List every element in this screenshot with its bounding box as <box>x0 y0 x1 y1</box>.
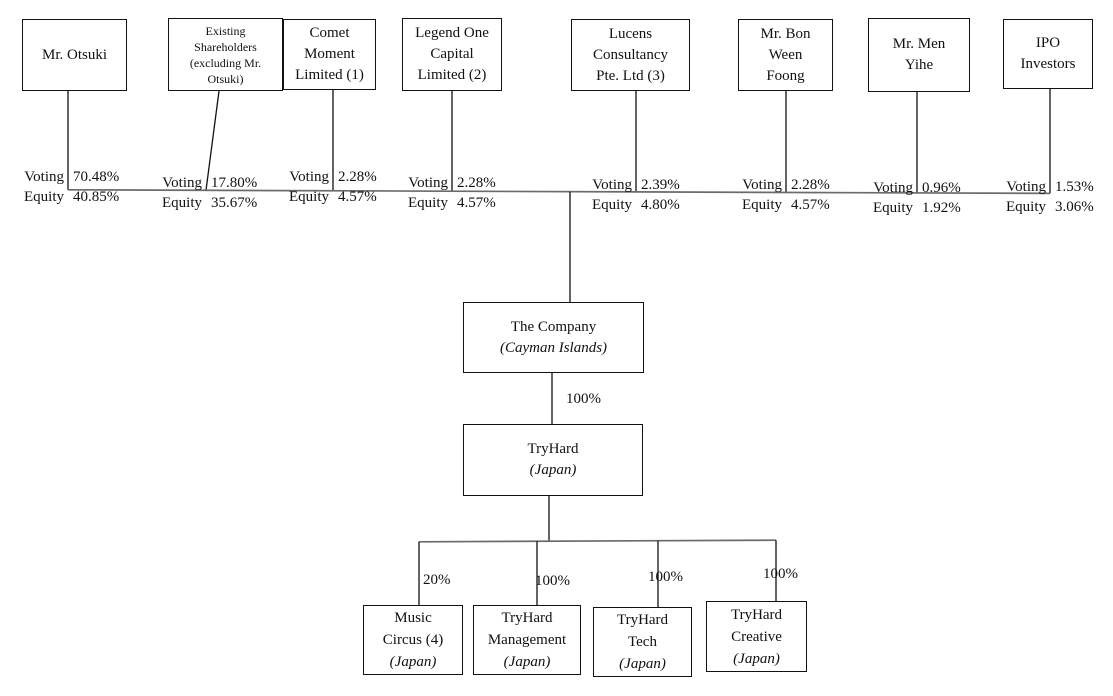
shareholder-box-mr-otsuki: Mr. Otsuki <box>22 19 127 91</box>
shareholder-box-mr-bon-ween-foong: Mr. Bon Ween Foong <box>738 19 833 91</box>
shareholder-name: Comet Moment Limited (1) <box>295 25 364 83</box>
voting-value: 0.96% <box>922 180 961 196</box>
voting-label: Voting <box>742 177 782 193</box>
voting-label: Voting <box>289 169 329 185</box>
equity-value: 4.57% <box>457 195 496 211</box>
ownership-group-ipo-investors: Voting 1.53% Equity 3.06% <box>980 178 1113 218</box>
shareholder-box-legend-one-capital: Legend One Capital Limited (2) <box>402 18 502 91</box>
equity-value: 40.85% <box>73 189 120 205</box>
voting-label: Voting <box>24 169 64 185</box>
voting-value: 2.39% <box>641 177 680 193</box>
shareholder-name: Mr. Otsuki <box>41 46 107 63</box>
subsidiary-box-music-circus: Music Circus (4) (Japan) <box>363 605 463 675</box>
shareholder-name: Lucens Consultancy Pte. Ltd (3) <box>593 25 668 84</box>
equity-label: Equity <box>408 195 448 211</box>
company-box: The Company (Cayman Islands) <box>463 302 644 373</box>
equity-value: 4.80% <box>641 197 680 213</box>
equity-value: 4.57% <box>338 189 377 205</box>
subsidiary-name: Music Circus (4) <box>382 610 444 648</box>
shareholder-name: Existing Shareholders (excluding Mr. Ots… <box>189 23 262 86</box>
tryhard-name: TryHard <box>527 441 579 457</box>
equity-value: 3.06% <box>1055 199 1094 215</box>
tryhard-jurisdiction: (Japan) <box>529 462 577 478</box>
voting-label: Voting <box>873 180 913 196</box>
voting-label: Voting <box>1006 179 1046 195</box>
shareholder-name: IPO Investors <box>1020 35 1076 72</box>
company-jurisdiction: (Cayman Islands) <box>499 339 608 356</box>
ownership-percent-tryhard-tech: 100% <box>648 569 683 585</box>
voting-value: 2.28% <box>338 169 377 185</box>
ownership-percent-tryhard-creative: 100% <box>763 566 798 582</box>
ownership-group-existing-shareholders: Voting 17.80% Equity 35.67% <box>136 174 286 214</box>
equity-value: 35.67% <box>211 195 258 211</box>
voting-label: Voting <box>592 177 632 193</box>
equity-label: Equity <box>24 189 64 205</box>
equity-label: Equity <box>162 195 202 211</box>
voting-label: Voting <box>408 175 448 191</box>
shareholder-name: Mr. Bon Ween Foong <box>760 25 811 84</box>
ownership-group-mr-men-yihe: Voting 0.96% Equity 1.92% <box>847 179 997 219</box>
shareholder-box-ipo-investors: IPO Investors <box>1003 19 1093 89</box>
ownership-percent-tryhard-management: 100% <box>535 573 570 589</box>
subsidiary-name: TryHard Management <box>487 610 567 648</box>
ownership-percent-music-circus: 20% <box>423 572 451 588</box>
company-name: The Company <box>510 318 597 335</box>
subsidiary-jurisdiction: (Japan) <box>733 650 780 667</box>
tryhard-box: TryHard (Japan) <box>463 424 643 496</box>
shareholder-name: Legend One Capital Limited (2) <box>415 25 489 83</box>
voting-value: 17.80% <box>211 175 258 191</box>
voting-value: 2.28% <box>791 177 830 193</box>
ownership-group-lucens-consultancy: Voting 2.39% Equity 4.80% <box>566 176 716 216</box>
subsidiary-box-tryhard-creative: TryHard Creative (Japan) <box>706 601 807 672</box>
voting-value: 70.48% <box>73 169 120 185</box>
shareholder-box-comet-moment: Comet Moment Limited (1) <box>283 19 376 90</box>
equity-label: Equity <box>1006 199 1046 215</box>
ownership-percent-tryhard: 100% <box>566 391 601 407</box>
shareholder-box-lucens-consultancy: Lucens Consultancy Pte. Ltd (3) <box>571 19 690 91</box>
subsidiary-jurisdiction: (Japan) <box>503 654 551 670</box>
subsidiary-box-tryhard-tech: TryHard Tech (Japan) <box>593 607 692 677</box>
equity-value: 4.57% <box>791 197 830 213</box>
subsidiary-box-tryhard-management: TryHard Management (Japan) <box>473 605 581 675</box>
ownership-group-comet-moment: Voting 2.28% Equity 4.57% <box>263 168 413 208</box>
subsidiary-name: TryHard Creative <box>730 606 783 645</box>
subsidiary-name: TryHard Tech <box>616 612 669 650</box>
shareholder-name: Mr. Men Yihe <box>892 36 946 73</box>
ownership-group-mr-otsuki: Voting 70.48% Equity 40.85% <box>0 168 148 208</box>
ownership-group-legend-one-capital: Voting 2.28% Equity 4.57% <box>382 174 532 214</box>
subsidiary-jurisdiction: (Japan) <box>389 654 437 670</box>
equity-label: Equity <box>873 200 913 216</box>
equity-label: Equity <box>592 197 632 213</box>
voting-label: Voting <box>162 175 202 191</box>
ownership-group-mr-bon-ween-foong: Voting 2.28% Equity 4.57% <box>716 176 866 216</box>
shareholder-box-mr-men-yihe: Mr. Men Yihe <box>868 18 970 92</box>
equity-label: Equity <box>742 197 782 213</box>
voting-value: 2.28% <box>457 175 496 191</box>
shareholder-box-existing-shareholders: Existing Shareholders (excluding Mr. Ots… <box>168 18 283 91</box>
subsidiary-jurisdiction: (Japan) <box>619 656 666 672</box>
voting-value: 1.53% <box>1055 179 1094 195</box>
equity-value: 1.92% <box>922 200 961 216</box>
equity-label: Equity <box>289 189 329 205</box>
